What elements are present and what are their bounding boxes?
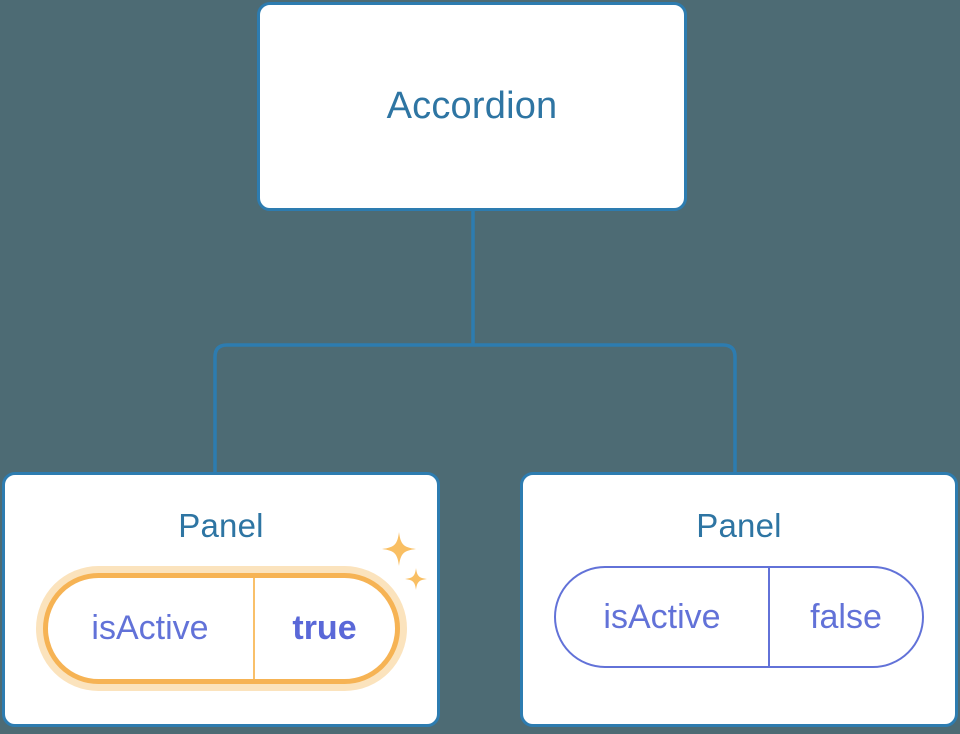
prop-pill-inactive-wrap: isActive false: [554, 566, 924, 669]
prop-key-isactive-active: isActive: [48, 578, 255, 680]
prop-pill-glow-ring: isActive true: [35, 566, 407, 692]
prop-key-isactive-inactive: isActive: [556, 568, 770, 667]
connector-branch-left: [213, 343, 473, 472]
prop-value-isactive-active: true: [292, 609, 357, 648]
prop-value-isactive-inactive: false: [810, 597, 882, 636]
node-panel-inactive[interactable]: Panel isActive false: [520, 472, 958, 727]
node-panel-active-title: Panel: [178, 507, 264, 544]
prop-pill-inactive[interactable]: isActive false: [554, 566, 924, 669]
sparkle-icon-large: [381, 532, 416, 567]
node-accordion-title: Accordion: [386, 84, 558, 127]
node-panel-active[interactable]: Panel isActive true: [2, 472, 440, 727]
prop-pill-active-wrap: isActive true: [35, 532, 427, 692]
sparkle-icon-small: [404, 568, 427, 591]
node-panel-inactive-title: Panel: [696, 507, 782, 544]
prop-pill-active[interactable]: isActive true: [42, 573, 400, 685]
connector-branch-right: [473, 343, 737, 472]
node-accordion[interactable]: Accordion: [257, 2, 687, 211]
